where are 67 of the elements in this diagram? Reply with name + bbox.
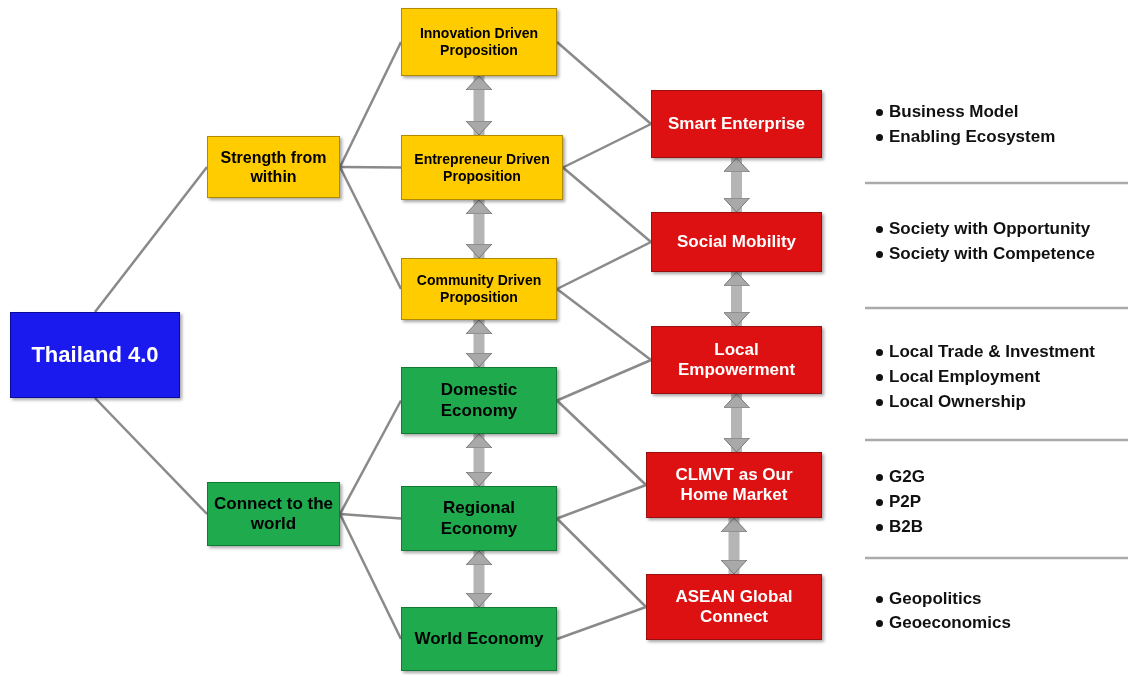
- process-box: [646, 452, 822, 518]
- box-text: Community Driven Proposition: [415, 272, 543, 306]
- box-text: Domestic Economy: [439, 380, 519, 421]
- connector-line: [94, 397, 208, 515]
- double-arrow: [465, 75, 493, 136]
- box-text: Social Mobility: [677, 231, 796, 253]
- bullet-text: Local Trade & Investment: [889, 342, 1095, 362]
- bullet-text: Society with Opportunity: [889, 219, 1091, 239]
- box-text: Innovation Driven Proposition: [418, 25, 540, 59]
- connector-line: [556, 483, 647, 520]
- bullet-text: Society with Competence: [889, 244, 1095, 264]
- process-box: [401, 486, 557, 551]
- process-box: [207, 136, 340, 198]
- bullet-text: G2G: [889, 467, 925, 487]
- connector-line: [338, 41, 403, 168]
- double-arrow: [465, 199, 493, 259]
- double-arrow: [723, 393, 750, 453]
- double-arrow: [465, 319, 493, 368]
- box-text: ASEAN Global Connect: [674, 586, 794, 628]
- box-text: CLMVT as Our Home Market: [674, 464, 794, 506]
- connector-line: [556, 288, 652, 361]
- bullet-text: Geopolitics: [889, 589, 982, 609]
- bullet-text: Local Ownership: [889, 392, 1026, 412]
- connector-line: [556, 399, 647, 486]
- bullet-text: Business Model: [889, 102, 1019, 122]
- double-arrow: [465, 433, 493, 487]
- box-text: Entrepreneur Driven Proposition: [413, 150, 551, 185]
- double-arrow: [720, 517, 748, 575]
- connector-line: [556, 517, 647, 608]
- connector-line: [562, 166, 652, 243]
- process-box: [207, 482, 340, 546]
- connector-line: [94, 166, 208, 313]
- process-box: [401, 367, 557, 434]
- bullet-text: Enabling Ecosystem: [889, 127, 1056, 147]
- box-text: Regional Economy: [439, 498, 519, 539]
- double-arrow: [723, 271, 750, 327]
- bullet-text: Geoeconomics: [889, 613, 1011, 633]
- process-box: [651, 326, 822, 394]
- connector-line: [340, 165, 401, 169]
- connector-line: [556, 605, 647, 641]
- double-arrow: [465, 550, 493, 608]
- box-text: Strength from within: [219, 147, 328, 187]
- box-text: Connect to the world: [213, 493, 334, 535]
- process-box: [651, 212, 822, 272]
- connector-line: [338, 166, 403, 290]
- box-text: Smart Enterprise: [668, 113, 805, 135]
- process-box: [651, 90, 822, 158]
- process-box: [401, 135, 563, 200]
- process-box: [401, 8, 557, 76]
- box-text: Local Empowerment: [676, 339, 797, 381]
- process-box: [401, 258, 557, 320]
- bullet-text: B2B: [889, 517, 923, 537]
- connector-line: [562, 122, 652, 169]
- connector-line: [556, 240, 652, 291]
- bullet-text: Local Employment: [889, 367, 1041, 387]
- connector-line: [556, 41, 652, 125]
- box-text: World Economy: [414, 628, 544, 650]
- process-box: [401, 607, 557, 671]
- double-arrow: [723, 157, 750, 213]
- connector-line: [338, 399, 403, 515]
- box-text: Thailand 4.0: [31, 341, 159, 369]
- process-box: [10, 312, 180, 398]
- process-box: [646, 574, 822, 640]
- connector-line: [339, 512, 402, 520]
- connector-line: [338, 513, 403, 640]
- connector-line: [556, 358, 652, 402]
- bullet-text: P2P: [889, 492, 922, 512]
